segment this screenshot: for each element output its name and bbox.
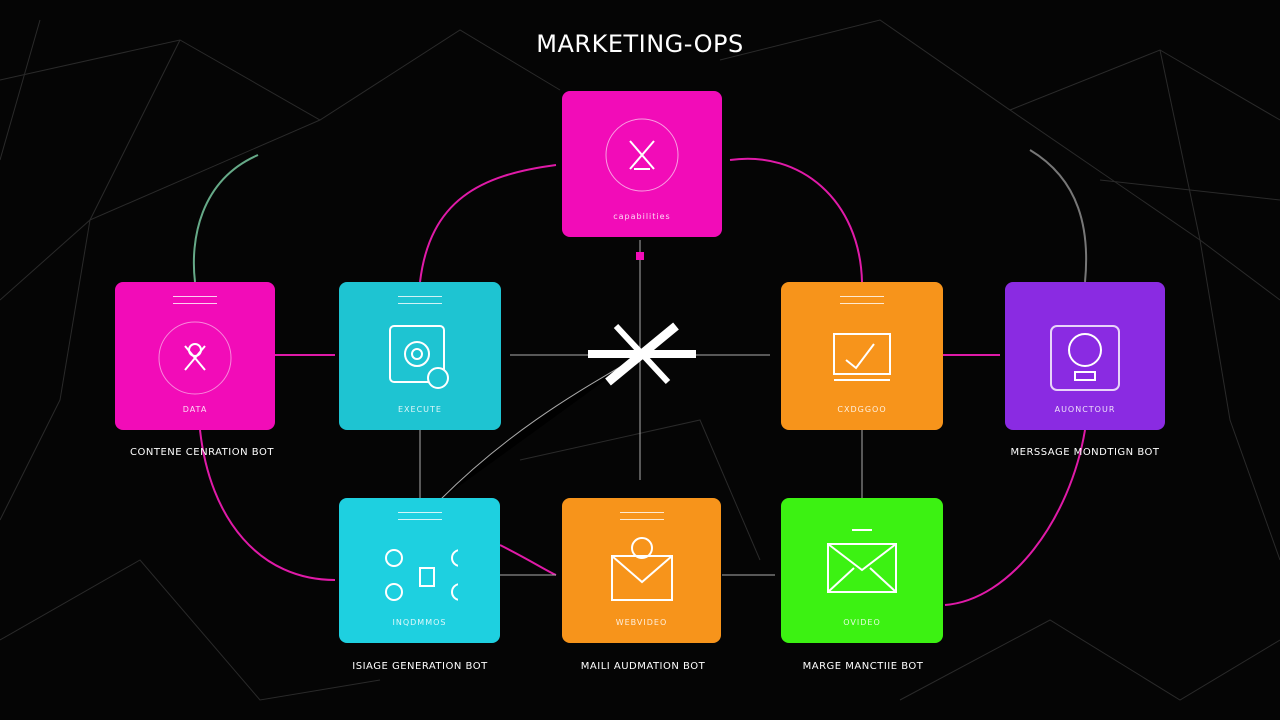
node-card-message[interactable]: AUONCTOUR <box>1005 282 1165 430</box>
node-sub: capabilities <box>613 212 671 221</box>
x-circle-icon <box>604 117 680 193</box>
node-sub: OVIDEO <box>843 618 881 627</box>
node-sub: EXECUTE <box>398 405 442 414</box>
connector <box>419 164 557 283</box>
node-label: MERSSAGE MONDTIGN BOT <box>1010 447 1160 458</box>
lines-icon <box>840 296 884 304</box>
node-label: MAILI AUDMATION BOT <box>580 661 706 672</box>
lightbulb-icon <box>1047 322 1123 398</box>
node-sub: DATA <box>182 405 208 414</box>
lines-icon <box>619 512 664 520</box>
lines-icon <box>397 512 442 520</box>
lines-icon <box>398 296 442 304</box>
gears-icon <box>382 536 458 612</box>
page-title: MARKETING-OPS <box>536 30 744 58</box>
x-circle-icon <box>157 320 233 396</box>
node-label: MARGE MANCTIIE BOT <box>802 661 924 672</box>
node-sub: INQDMMOS <box>392 618 447 627</box>
mail-icon <box>604 536 680 612</box>
node-card-top[interactable]: capabilities <box>562 91 722 237</box>
node-card-orange-mid[interactable]: CXDGGOO <box>781 282 943 430</box>
node-card-content[interactable]: DATA <box>115 282 275 430</box>
envelope-icon <box>824 526 900 602</box>
node-card-image-top[interactable]: EXECUTE <box>339 282 501 430</box>
connector <box>729 157 863 283</box>
target-icon <box>382 320 458 396</box>
folder-chart-icon <box>824 320 900 396</box>
node-sub: WEBVIDEO <box>615 618 668 627</box>
node-sub: CXDGGOO <box>837 405 887 414</box>
node-label: CONTENE CENRATION BOT <box>130 447 274 458</box>
lines-icon <box>173 296 217 304</box>
node-card-image[interactable]: INQDMMOS <box>339 498 500 643</box>
asterisk-cross-icon <box>588 322 696 386</box>
node-card-mail[interactable]: WEBVIDEO <box>562 498 721 643</box>
node-label: ISIAGE GENERATION BOT <box>352 661 488 672</box>
node-card-marge[interactable]: OVIDEO <box>781 498 943 643</box>
node-sub: AUONCTOUR <box>1054 405 1116 414</box>
